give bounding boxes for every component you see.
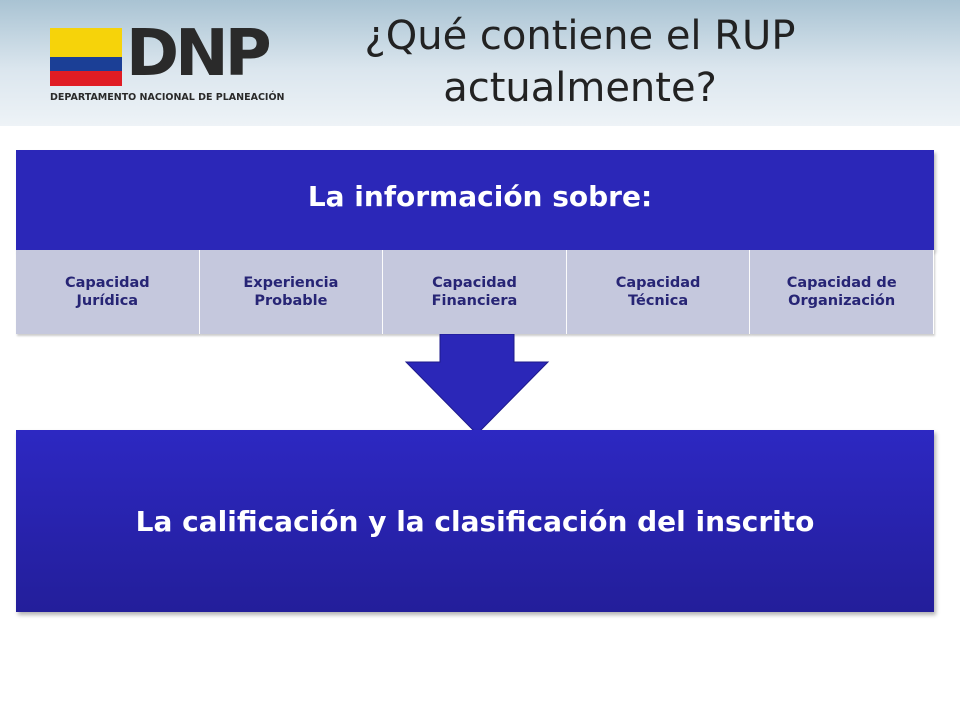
logo-mark: DNP (126, 17, 272, 91)
top-box-label: La información sobre: (307, 180, 653, 213)
item-capacidad-juridica: Capacidad Jurídica (16, 250, 200, 334)
top-box (16, 150, 934, 250)
item-capacidad-tecnica: Capacidad Técnica (566, 250, 751, 334)
capacity-items: Capacidad Jurídica Experiencia Probable … (16, 250, 934, 334)
down-arrow-icon (404, 334, 550, 435)
item-capacidad-organizacion: Capacidad de Organización (750, 250, 934, 334)
colombia-flag-icon (50, 28, 122, 86)
slide-title: ¿Qué contiene el RUP actualmente? (364, 13, 796, 111)
bottom-box: La calificación y la clasificación del i… (16, 430, 934, 612)
logo-subtitle: DEPARTAMENTO NACIONAL DE PLANEACIÓN (50, 92, 285, 103)
bottom-box-label: La calificación y la clasificación del i… (135, 504, 815, 538)
item-capacidad-financiera: Capacidad Financiera (383, 250, 567, 334)
header-banner: DNP DEPARTAMENTO NACIONAL DE PLANEACIÓN … (0, 0, 960, 126)
item-experiencia-probable: Experiencia Probable (199, 250, 384, 334)
dnp-logo: DNP DEPARTAMENTO NACIONAL DE PLANEACIÓN (50, 17, 310, 112)
